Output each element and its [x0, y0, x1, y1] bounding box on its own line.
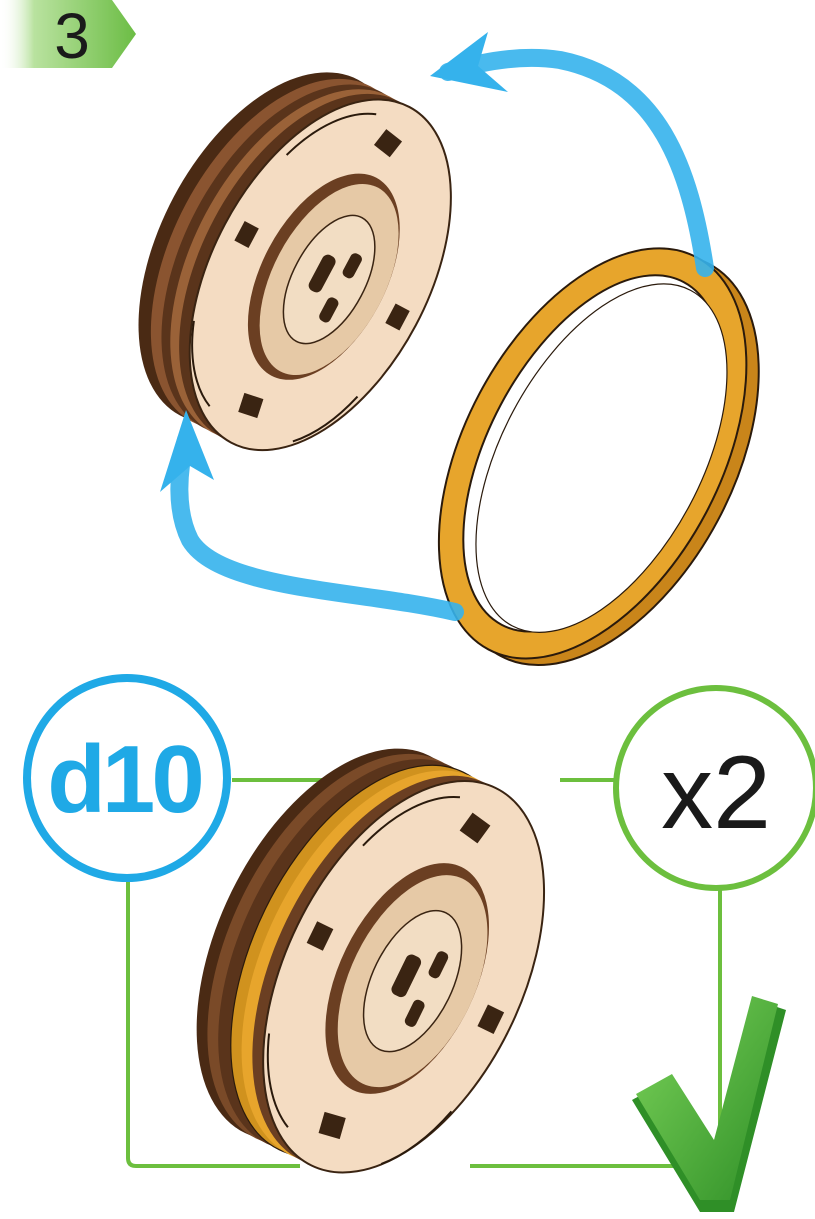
quantity-text: x2: [661, 735, 771, 851]
checkmark-icon: [632, 996, 786, 1212]
rubber-band-ring: [375, 197, 815, 716]
part-code: d10: [47, 726, 201, 833]
wooden-pulley-top: [85, 29, 505, 493]
step-number: 3: [54, 0, 90, 72]
part-label-badge: d10: [27, 678, 227, 878]
step-badge: 3: [0, 0, 136, 72]
quantity-badge: x2: [616, 688, 815, 888]
